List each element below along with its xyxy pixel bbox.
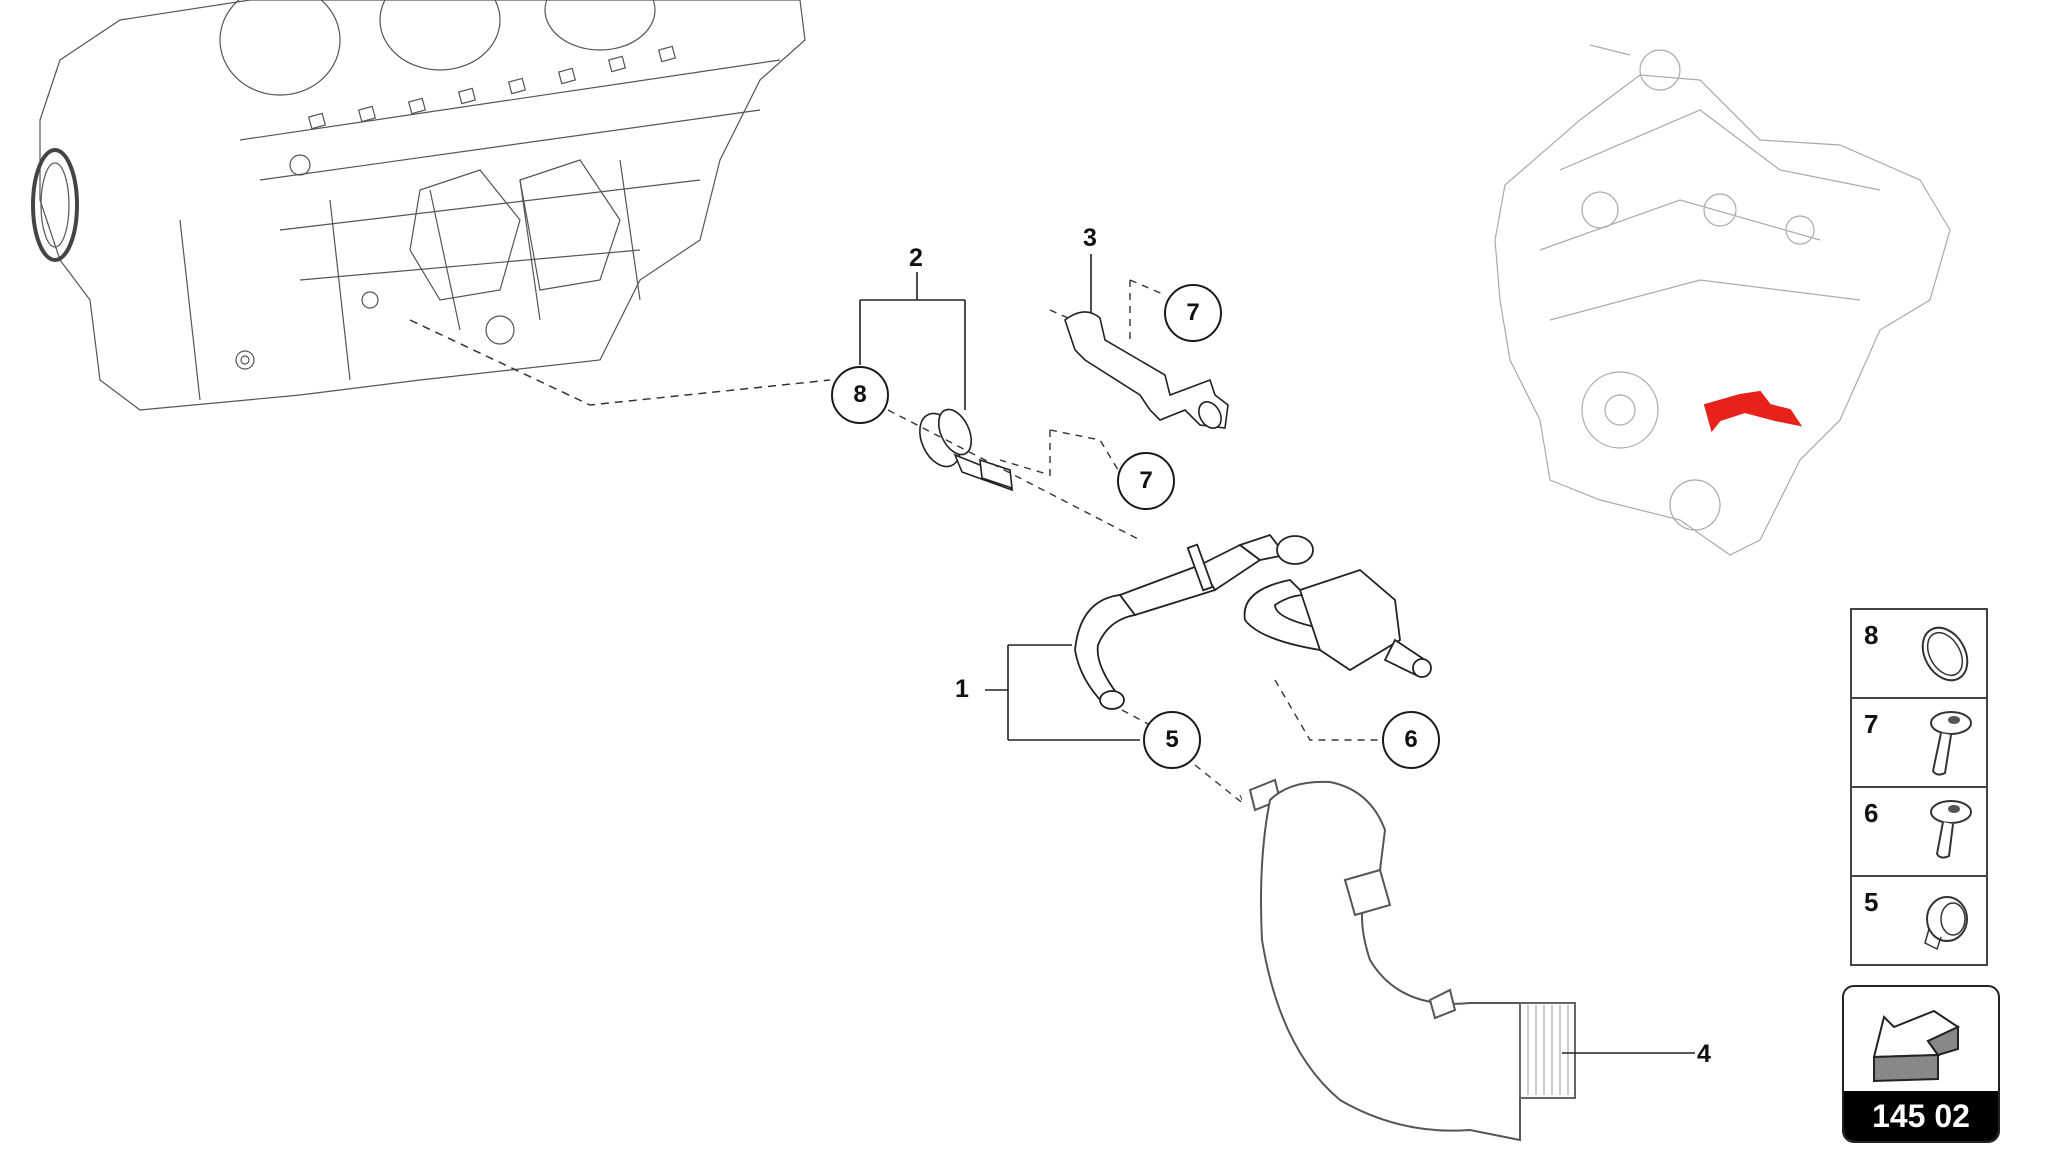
torx-bolt-icon: [1930, 711, 1972, 776]
callout-5[interactable]: 5: [1143, 711, 1201, 769]
callout-6[interactable]: 6: [1382, 711, 1440, 769]
navigation-arrow-icon: [1872, 1009, 1961, 1083]
part-label-3[interactable]: 3: [1083, 224, 1097, 252]
legend-number: 7: [1864, 709, 1879, 739]
legend-item-8[interactable]: 8: [1852, 610, 1986, 699]
part-label-1[interactable]: 1: [955, 675, 969, 703]
intake-duct-illustration: [1248, 778, 1576, 1142]
engine-block-illustration: [31, 0, 806, 411]
hose-assembly-illustration: [1074, 533, 1432, 710]
legend-number: 5: [1864, 887, 1879, 917]
callout-7-lower[interactable]: 7: [1117, 452, 1175, 510]
engine-overview-thumbnail: [1494, 44, 1951, 556]
legend-item-5[interactable]: 5: [1852, 877, 1986, 964]
part-label-4[interactable]: 4: [1697, 1040, 1711, 1068]
seal-ring-icon: [1921, 626, 1969, 682]
bracket-illustration: [1064, 311, 1229, 429]
callout-7-upper[interactable]: 7: [1164, 284, 1222, 342]
part-2-bracket: [859, 272, 966, 410]
section-code: 145 02: [1844, 1091, 1998, 1141]
section-navigation-badge[interactable]: 145 02: [1842, 985, 2000, 1143]
breather-valve-illustration: [919, 408, 1014, 492]
legend-item-7[interactable]: 7: [1852, 699, 1986, 788]
part-label-2[interactable]: 2: [909, 244, 923, 272]
part-1-bracket: [985, 644, 1140, 741]
torx-bolt-short-icon: [1930, 800, 1972, 859]
hose-clamp-icon: [1924, 896, 1968, 951]
leader-engine-to-8: [409, 319, 831, 406]
fastener-legend: 8 7 6 5: [1850, 608, 1988, 966]
legend-number: 8: [1864, 620, 1879, 650]
legend-number: 6: [1864, 798, 1879, 828]
legend-item-6[interactable]: 6: [1852, 788, 1986, 877]
highlighted-part-marker: [1703, 390, 1803, 433]
callout-8[interactable]: 8: [831, 366, 889, 424]
